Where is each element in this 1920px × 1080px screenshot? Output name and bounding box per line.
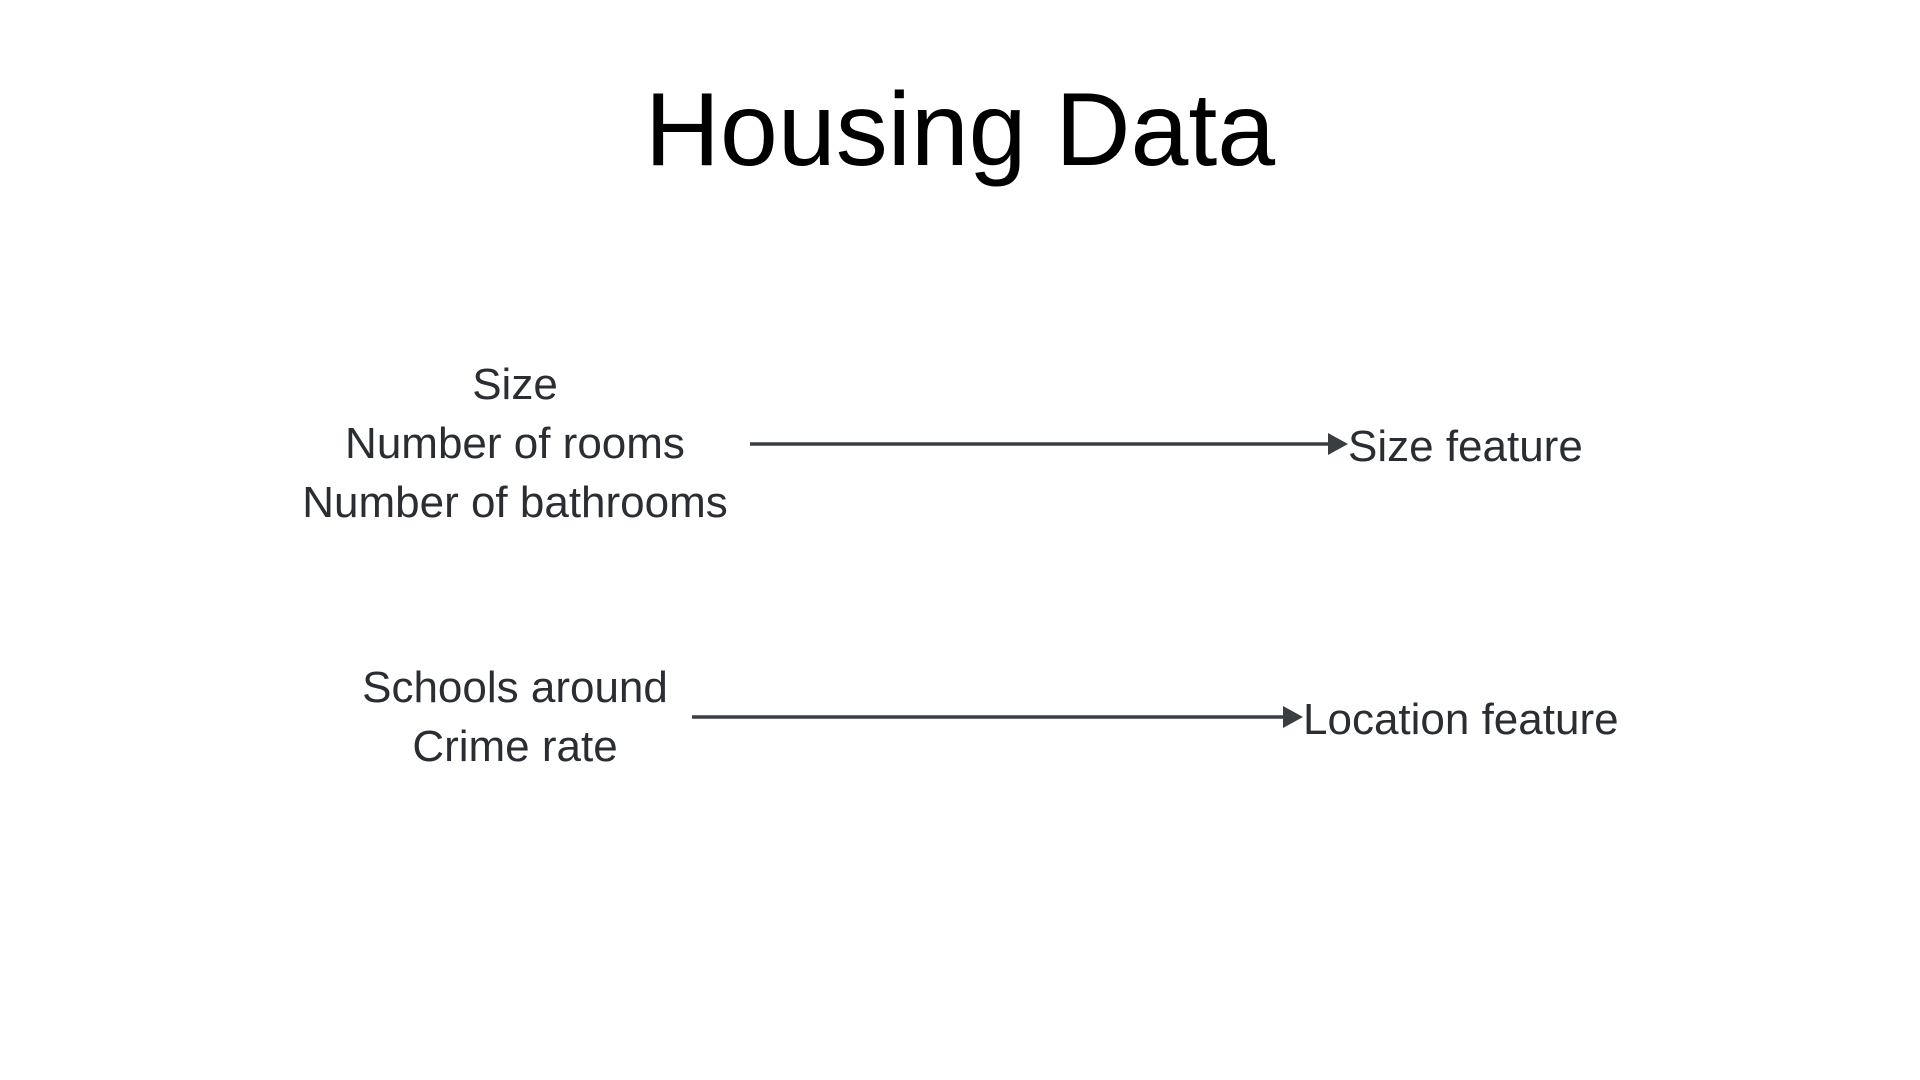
input-label-schools-around: Schools around — [362, 663, 668, 712]
output-label-size-feature: Size feature — [1348, 422, 1583, 471]
input-label-number-of-rooms: Number of rooms — [345, 419, 685, 468]
input-label-crime-rate: Crime rate — [412, 722, 618, 771]
input-label-size: Size — [472, 360, 558, 409]
arrow-size-to-size-feature — [750, 433, 1348, 455]
input-label-number-of-bathrooms: Number of bathrooms — [302, 478, 728, 527]
location-inputs-group: Schools around Crime rate — [200, 658, 830, 776]
output-label-location-feature: Location feature — [1303, 695, 1619, 744]
arrowhead-icon — [1283, 706, 1303, 728]
arrowhead-icon — [1328, 433, 1348, 455]
size-inputs-group: Size Number of rooms Number of bathrooms — [200, 355, 830, 532]
slide-title: Housing Data — [644, 72, 1276, 188]
